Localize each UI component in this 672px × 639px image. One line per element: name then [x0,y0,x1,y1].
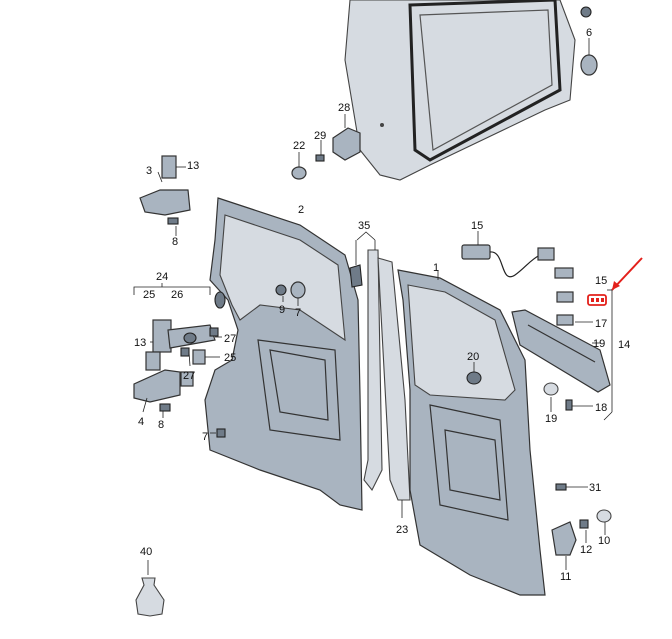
callout-labels: 1 2 3 4 6 7 7 8 8 9 10 11 12 13 13 14 15… [134,27,630,583]
callout-1: 1 [433,262,439,274]
callout-9: 9 [279,304,285,316]
callout-8a: 8 [172,236,178,248]
callout-27a: 27 [224,333,236,345]
callout-31: 31 [589,482,601,494]
callout-12: 12 [580,544,592,556]
callout-2: 2 [298,204,304,216]
callout-24: 24 [156,271,168,283]
callout-25a: 25 [143,289,155,301]
seal-part-23 [377,257,411,518]
callout-10: 10 [598,535,610,547]
callout-40: 40 [140,546,152,558]
part-9-pin [275,281,306,306]
part-11-bumper [551,521,577,570]
callout-17: 17 [595,318,607,330]
callout-15b: 15 [595,275,607,287]
callout-15a: 15 [471,220,483,232]
part-19-rail [511,309,611,412]
callout-8b: 8 [158,419,164,431]
callout-13a: 13 [187,160,199,172]
hinge-middle-part-24 [133,283,222,371]
callout-19b: 19 [545,413,557,425]
door-right-part-1 [397,269,546,596]
callout-25b: 25 [224,352,236,364]
highlighted-clip [587,257,643,306]
callout-18: 18 [595,402,607,414]
bracket-14 [603,289,613,421]
part-6-bumper [580,6,598,76]
callout-20: 20 [467,351,479,363]
hinge-lower-part-4 [133,369,226,438]
vehicle-body [344,0,576,181]
callout-35: 35 [358,220,370,232]
callout-22: 22 [293,140,305,152]
callout-29: 29 [314,130,326,142]
callout-4: 4 [138,416,144,428]
part-31-screw [555,483,588,491]
callout-7b: 7 [295,307,301,319]
callout-13b: 13 [134,337,146,349]
callout-7a: 7 [202,431,208,443]
part-10-cap [596,509,612,535]
callout-23: 23 [396,524,408,536]
callout-3: 3 [146,165,152,177]
part-22-cap [291,152,307,180]
callout-28: 28 [338,102,350,114]
door-left-part-2 [204,197,363,511]
part-28-buffer [332,114,361,161]
part-40-touch-up-bottle [135,560,165,617]
callout-6: 6 [586,27,592,39]
part-12-bolt [579,519,589,543]
part-20-handle [466,362,482,385]
seals-part-35 [349,231,383,492]
hinge-upper-part-3 [139,155,191,236]
part-29-bolt [315,140,325,162]
callout-11: 11 [560,571,571,583]
callout-27b: 27 [183,370,195,382]
callout-26: 26 [171,289,183,301]
part-15-harness [461,231,574,279]
part-17-clip [556,291,593,326]
part-18-screw [565,399,593,411]
callout-19a: 19 [593,338,605,350]
callout-14: 14 [618,339,630,351]
